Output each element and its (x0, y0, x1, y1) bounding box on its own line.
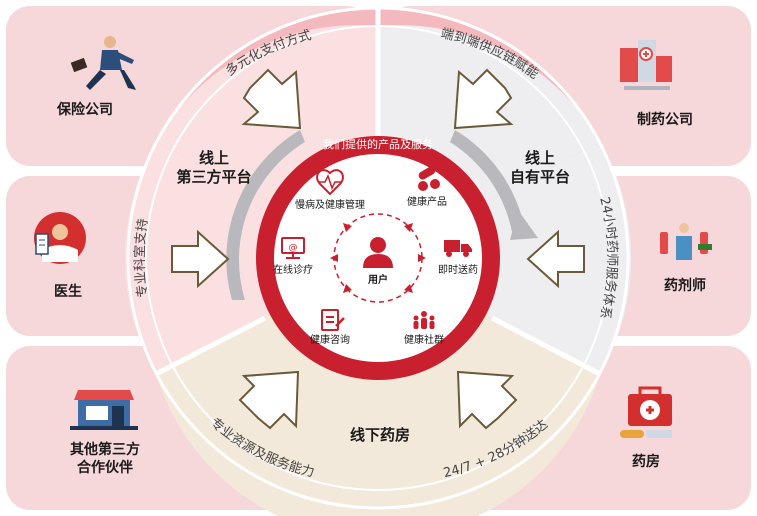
corner-label-pharmacist: 药剂师 (664, 277, 706, 294)
svg-text:@: @ (289, 243, 298, 253)
center-title: 我们提供的产品及服务 (323, 137, 433, 151)
pills-icon (418, 166, 440, 191)
center-user-label: 用户 (367, 273, 388, 286)
quadrant-label-tl-1: 线上 (199, 149, 229, 167)
quadrant-label-bottom: 线下药房 (350, 426, 410, 444)
service-consult-online-label: 在线诊疗 (273, 263, 313, 276)
truck-icon (444, 240, 472, 257)
service-chronic-label: 慢病及健康管理 (295, 198, 365, 211)
ring-text-right: 24小时药师服务体系 (596, 196, 619, 321)
corner-label-pharma: 制药公司 (637, 111, 693, 128)
corner-label-insurance: 保险公司 (56, 101, 113, 118)
corner-label-partners-2: 合作伙伴 (77, 459, 133, 476)
service-counsel-label: 健康咨询 (310, 333, 350, 346)
quadrant-label-tl-2: 第三方平台 (176, 168, 251, 186)
storefront-icon (70, 390, 138, 430)
arrow-top-left (241, 68, 302, 130)
service-products-label: 健康产品 (407, 195, 447, 208)
corner-label-doctor: 医生 (54, 283, 82, 300)
quadrant-label-tr-2: 自有平台 (510, 168, 570, 186)
quadrant-bottom (156, 258, 600, 516)
corner-label-pharmacy: 药房 (632, 453, 660, 470)
quadrant-left (124, 142, 378, 374)
center-circle: 我们提供的产品及服务 用户 (256, 136, 500, 380)
arrow-left (171, 229, 230, 289)
community-icon (413, 311, 435, 329)
doctor-icon (34, 212, 86, 264)
inward-arrows (171, 68, 585, 430)
swoosh-arrows (226, 130, 538, 300)
user-icon (363, 237, 393, 268)
pharma-buildings-icon (620, 40, 672, 90)
service-delivery-label: 即时送药 (438, 263, 478, 276)
arrow-top-right (453, 68, 514, 130)
first-aid-kit-icon (620, 386, 672, 438)
arrow-right (526, 229, 585, 289)
service-community-label: 健康社群 (404, 333, 444, 346)
pharmacist-icon (660, 223, 712, 260)
heart-icon (316, 169, 344, 196)
quadrant-right (378, 142, 632, 374)
small-arrows (330, 223, 426, 293)
arrow-bottom-right (456, 370, 518, 430)
computer-icon: @ (281, 237, 305, 259)
businessman-icon (70, 36, 136, 90)
arrow-bottom-left (238, 370, 300, 430)
corner-label-partners-1: 其他第三方 (70, 441, 140, 458)
quadrant-label-tr-1: 线上 (525, 149, 555, 167)
clipboard-icon (321, 309, 345, 331)
